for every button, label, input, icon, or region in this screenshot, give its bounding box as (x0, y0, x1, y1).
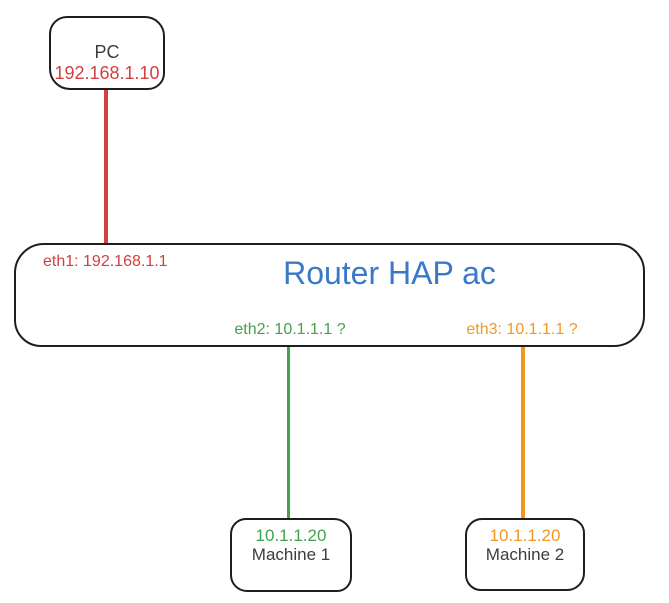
router-node: eth1: 192.168.1.1 Router HAP ac eth2: 10… (14, 243, 645, 347)
machine2-node-ip: 10.1.1.20 (489, 526, 561, 545)
link-router-to-machine1 (286, 345, 290, 520)
router-node-title: Router HAP ac (283, 255, 496, 291)
machine2-node-label: Machine 2 (485, 545, 565, 564)
router-eth3-label: eth3: 10.1.1.1 ? (466, 321, 578, 338)
machine2-node: 10.1.1.20 Machine 2 (465, 518, 585, 591)
router-eth1-label: eth1: 192.168.1.1 (43, 253, 168, 270)
machine1-node: 10.1.1.20 Machine 1 (230, 518, 352, 592)
link-pc-to-router (103, 89, 108, 245)
pc-node-label: PC (94, 42, 120, 62)
machine1-node-ip: 10.1.1.20 (255, 526, 327, 545)
machine1-node-label: Machine 1 (251, 545, 331, 564)
pc-node-ip: 192.168.1.10 (54, 63, 160, 83)
pc-node: PC 192.168.1.10 (49, 16, 165, 90)
router-eth2-label: eth2: 10.1.1.1 ? (234, 321, 346, 338)
link-router-to-machine2 (521, 345, 525, 520)
